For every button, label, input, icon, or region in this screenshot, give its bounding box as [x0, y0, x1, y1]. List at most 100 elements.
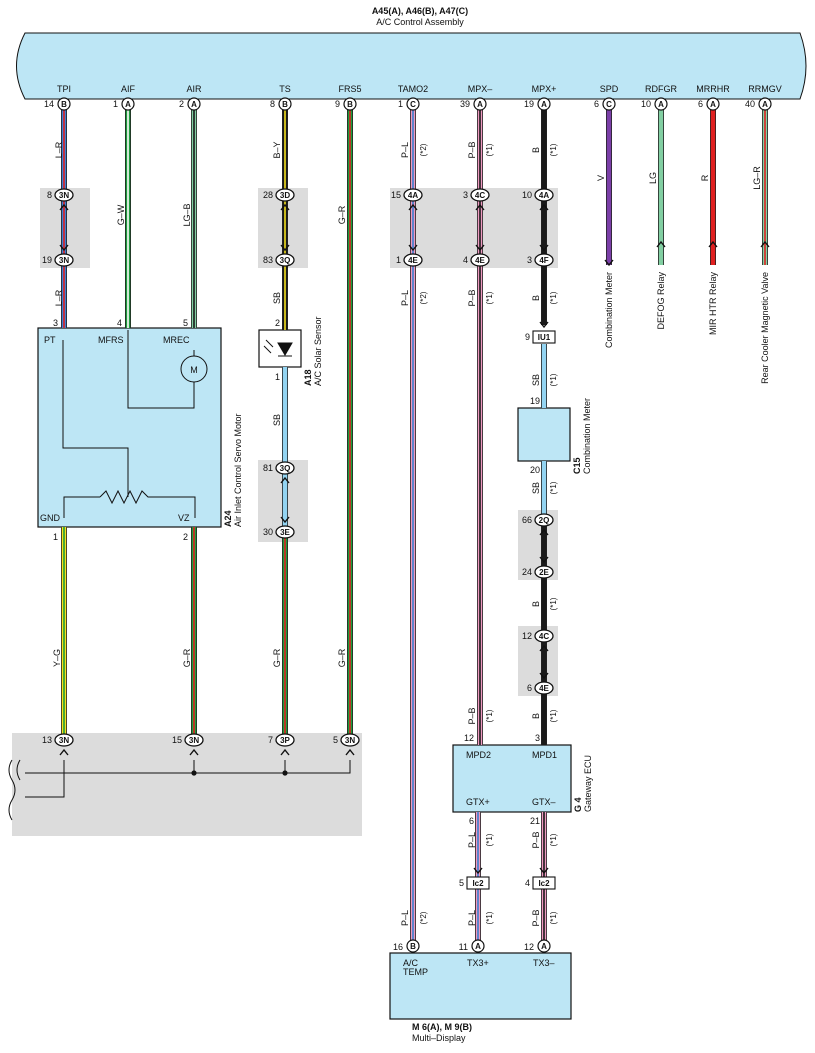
conn-tpi-circle — [57, 97, 71, 111]
m6-pin-12: 12 — [524, 942, 534, 952]
junction-4a-b-num: 10 — [522, 190, 532, 200]
a18-pin-1: 1 — [275, 372, 280, 382]
spd-arrow — [604, 259, 614, 267]
signal-tamo2: TAMO2 — [398, 84, 428, 94]
connector-iu1: IU1 — [538, 333, 551, 342]
motor-label: M — [190, 365, 198, 375]
junction-4c-a: 4C — [475, 191, 485, 200]
wcode-mpxm: P–B — [467, 141, 477, 158]
connector-ic2-b: Ic2 — [538, 879, 550, 888]
solar-sensor-symbol — [263, 339, 293, 357]
wcode-mpxp-2: B — [531, 295, 541, 301]
pin-num-aif: 1 — [113, 99, 118, 109]
junction-4e-b-oval — [470, 253, 490, 267]
junction-4a-a-oval — [403, 188, 423, 202]
junction-4c-b-num: 12 — [522, 631, 532, 641]
jarrow-up-5 — [280, 476, 290, 484]
conn-mpxm-circle — [473, 97, 487, 111]
signal-spd: SPD — [600, 84, 619, 94]
jarrow-up-4 — [539, 203, 549, 211]
junction-3n-a: 3N — [59, 191, 69, 200]
end-rearcooler: Rear Cooler Magnetic Valve — [760, 272, 770, 384]
bus-arrow-0 — [59, 748, 69, 756]
junction-4f-num: 3 — [527, 255, 532, 265]
junction-3e: 3E — [280, 528, 290, 537]
a18-code: A18 — [303, 369, 313, 386]
connector-iu1-rect — [532, 330, 556, 344]
junction-3n-c: 3N — [59, 736, 69, 745]
junction-2q: 2Q — [539, 516, 550, 525]
wcode-air: LG–B — [182, 203, 192, 226]
jarrow-up-7 — [539, 644, 549, 652]
wcode-mpxp-b3: B — [531, 601, 541, 607]
g4-pin-3: 3 — [535, 733, 540, 743]
conn-ts: B — [282, 100, 288, 109]
junction-3n-b: 3N — [59, 256, 69, 265]
junction-3n-e-oval — [340, 733, 360, 747]
m6-pin-16: 16 — [393, 942, 403, 952]
g4-pin-21: 21 — [530, 816, 540, 826]
junction-3n-b-num: 19 — [42, 255, 52, 265]
c15-pin-19: 19 — [530, 396, 540, 406]
wcode-gtxm-2: P–B — [531, 909, 541, 926]
a24-pt: PT — [44, 335, 56, 345]
junction-4f: 4F — [539, 256, 548, 265]
jarrow-down-0 — [59, 244, 69, 252]
signal-air: AIR — [186, 84, 202, 94]
wcode-tamo2-3: P–L — [400, 910, 410, 926]
pin-num-rdfgr: 10 — [641, 99, 651, 109]
signal-rrmgv: RRMGV — [748, 84, 782, 94]
pin-num-frs5: 9 — [335, 99, 340, 109]
note-mpxp-4: (*1) — [549, 481, 558, 494]
ac-control-assembly: A45(A), A46(B), A47(C) A/C Control Assem… — [16, 6, 807, 100]
junction-4c-a-num: 3 — [463, 190, 468, 200]
junction-4e-b-num: 4 — [463, 255, 468, 265]
c15-pin-20: 20 — [530, 465, 540, 475]
pin-num-mpxp: 19 — [524, 99, 534, 109]
note-mpxp-5: (*1) — [549, 597, 558, 610]
connector-ic2-b-rect — [532, 876, 556, 890]
a24-pin-2: 2 — [183, 532, 188, 542]
a24-gnd: GND — [40, 513, 61, 523]
connector-iu1-num: 9 — [525, 332, 530, 342]
junction-2e-oval — [534, 565, 554, 579]
end-arrow-0 — [656, 240, 666, 248]
junction-3q-b-oval — [275, 461, 295, 475]
wcode-ts-sb2: SB — [272, 414, 282, 426]
connector-ic2-a: Ic2 — [472, 879, 484, 888]
ac-control-codes: A45(A), A46(B), A47(C) — [372, 6, 468, 16]
end-arrow-1 — [708, 240, 718, 248]
conn-air: A — [191, 100, 197, 109]
bus-arrow-3 — [345, 748, 355, 756]
junction-3e-oval — [275, 525, 295, 539]
g4-pin-12: 12 — [464, 733, 474, 743]
note-mpxm-2: (*1) — [485, 291, 494, 304]
junction-4a-a-num: 15 — [391, 190, 401, 200]
junction-3n-c-num: 13 — [42, 735, 52, 745]
junction-3q-b-num: 81 — [263, 463, 273, 473]
connector-ic2-a-rect — [466, 876, 490, 890]
conn-mpxp-circle — [537, 97, 551, 111]
jarrow-down-6 — [539, 556, 549, 564]
wcode-tpi-2: L–R — [54, 289, 64, 306]
junction-3p: 3P — [280, 736, 290, 745]
wcode-aif: G–W — [116, 204, 126, 225]
ground-dot-2 — [282, 770, 288, 776]
wcode-mpxm-2: P–B — [467, 289, 477, 306]
junction-3n-d: 3N — [189, 736, 199, 745]
signal-rdfgr: RDFGR — [645, 84, 677, 94]
bus-arrow-2 — [280, 748, 290, 756]
junction-3n-a-num: 8 — [47, 190, 52, 200]
junction-3n-d-num: 15 — [172, 735, 182, 745]
ground-left — [25, 760, 65, 798]
pin-num-ts: 8 — [270, 99, 275, 109]
junction-3n-e: 3N — [345, 736, 355, 745]
wcode-tpi: L–R — [54, 141, 64, 158]
wcode-rrmgv: LG–R — [752, 166, 762, 190]
a24-pin-3: 3 — [53, 318, 58, 328]
junction-3q-a: 3Q — [280, 256, 291, 265]
pin-num-tamo2: 1 — [398, 99, 403, 109]
conn-mrrhr: A — [710, 100, 716, 109]
m6-box — [389, 952, 572, 1020]
